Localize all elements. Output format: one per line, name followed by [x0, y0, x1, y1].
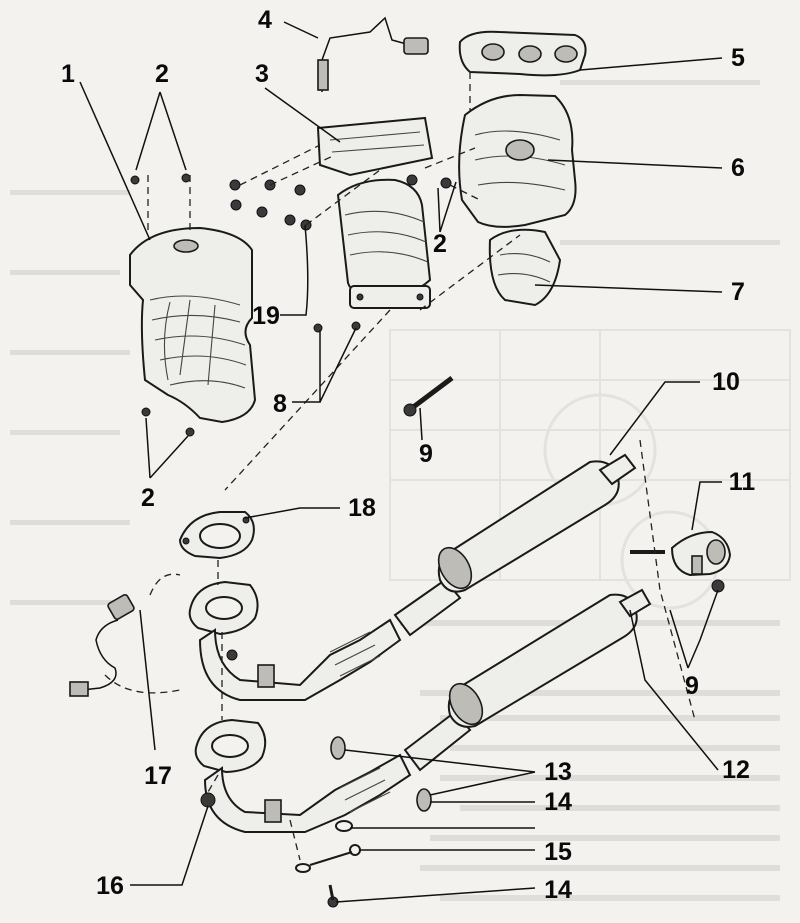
callout-1: 1 — [61, 60, 75, 88]
rubber-mounts — [200, 736, 432, 908]
callout-11: 11 — [729, 468, 756, 496]
callout-16: 16 — [96, 872, 124, 900]
callout-19: 19 — [252, 302, 280, 330]
callout-4: 4 — [258, 6, 272, 34]
assembly-guide-lines — [104, 72, 696, 861]
muffler-upper — [437, 453, 637, 593]
oxygen-sensor-upper — [317, 16, 429, 92]
callout-2-mid: 2 — [433, 230, 447, 258]
callout-3: 3 — [255, 60, 269, 88]
callout-15: 15 — [544, 838, 572, 866]
callout-leader-lines — [79, 21, 723, 903]
callout-9-bottom: 9 — [685, 672, 699, 700]
callout-18: 18 — [348, 494, 376, 522]
callout-8: 8 — [273, 390, 287, 418]
heat-shield-lower-right — [488, 228, 562, 307]
callout-10: 10 — [712, 368, 740, 396]
callout-7: 7 — [731, 278, 745, 306]
exhaust-manifold-catalyst — [316, 116, 434, 309]
callout-13: 13 — [544, 758, 572, 786]
callout-14-top: 14 — [544, 788, 572, 816]
heat-shield-left — [129, 226, 257, 424]
callout-9-top: 9 — [419, 440, 433, 468]
manifold-nuts — [130, 173, 452, 437]
callout-14-bottom: 14 — [544, 876, 572, 904]
front-pipe-upper — [188, 578, 462, 701]
callout-12: 12 — [722, 756, 750, 784]
callout-6: 6 — [731, 154, 745, 182]
heat-shield-right — [458, 93, 577, 228]
callout-2-bottom: 2 — [141, 484, 155, 512]
oxygen-sensor-lower — [69, 594, 135, 697]
long-bolt — [403, 376, 454, 417]
flange-gasket — [178, 511, 255, 560]
callout-2-top: 2 — [155, 60, 169, 88]
callout-17: 17 — [144, 762, 172, 790]
muffler-lower — [447, 588, 652, 728]
callout-labels: 1 2 3 4 5 6 2 7 19 8 9 10 11 2 18 9 12 1… — [61, 6, 755, 904]
heat-shield-upper — [458, 30, 587, 77]
pipe-clamp — [630, 530, 732, 593]
front-pipe-lower — [194, 710, 472, 833]
callout-5: 5 — [731, 44, 745, 72]
